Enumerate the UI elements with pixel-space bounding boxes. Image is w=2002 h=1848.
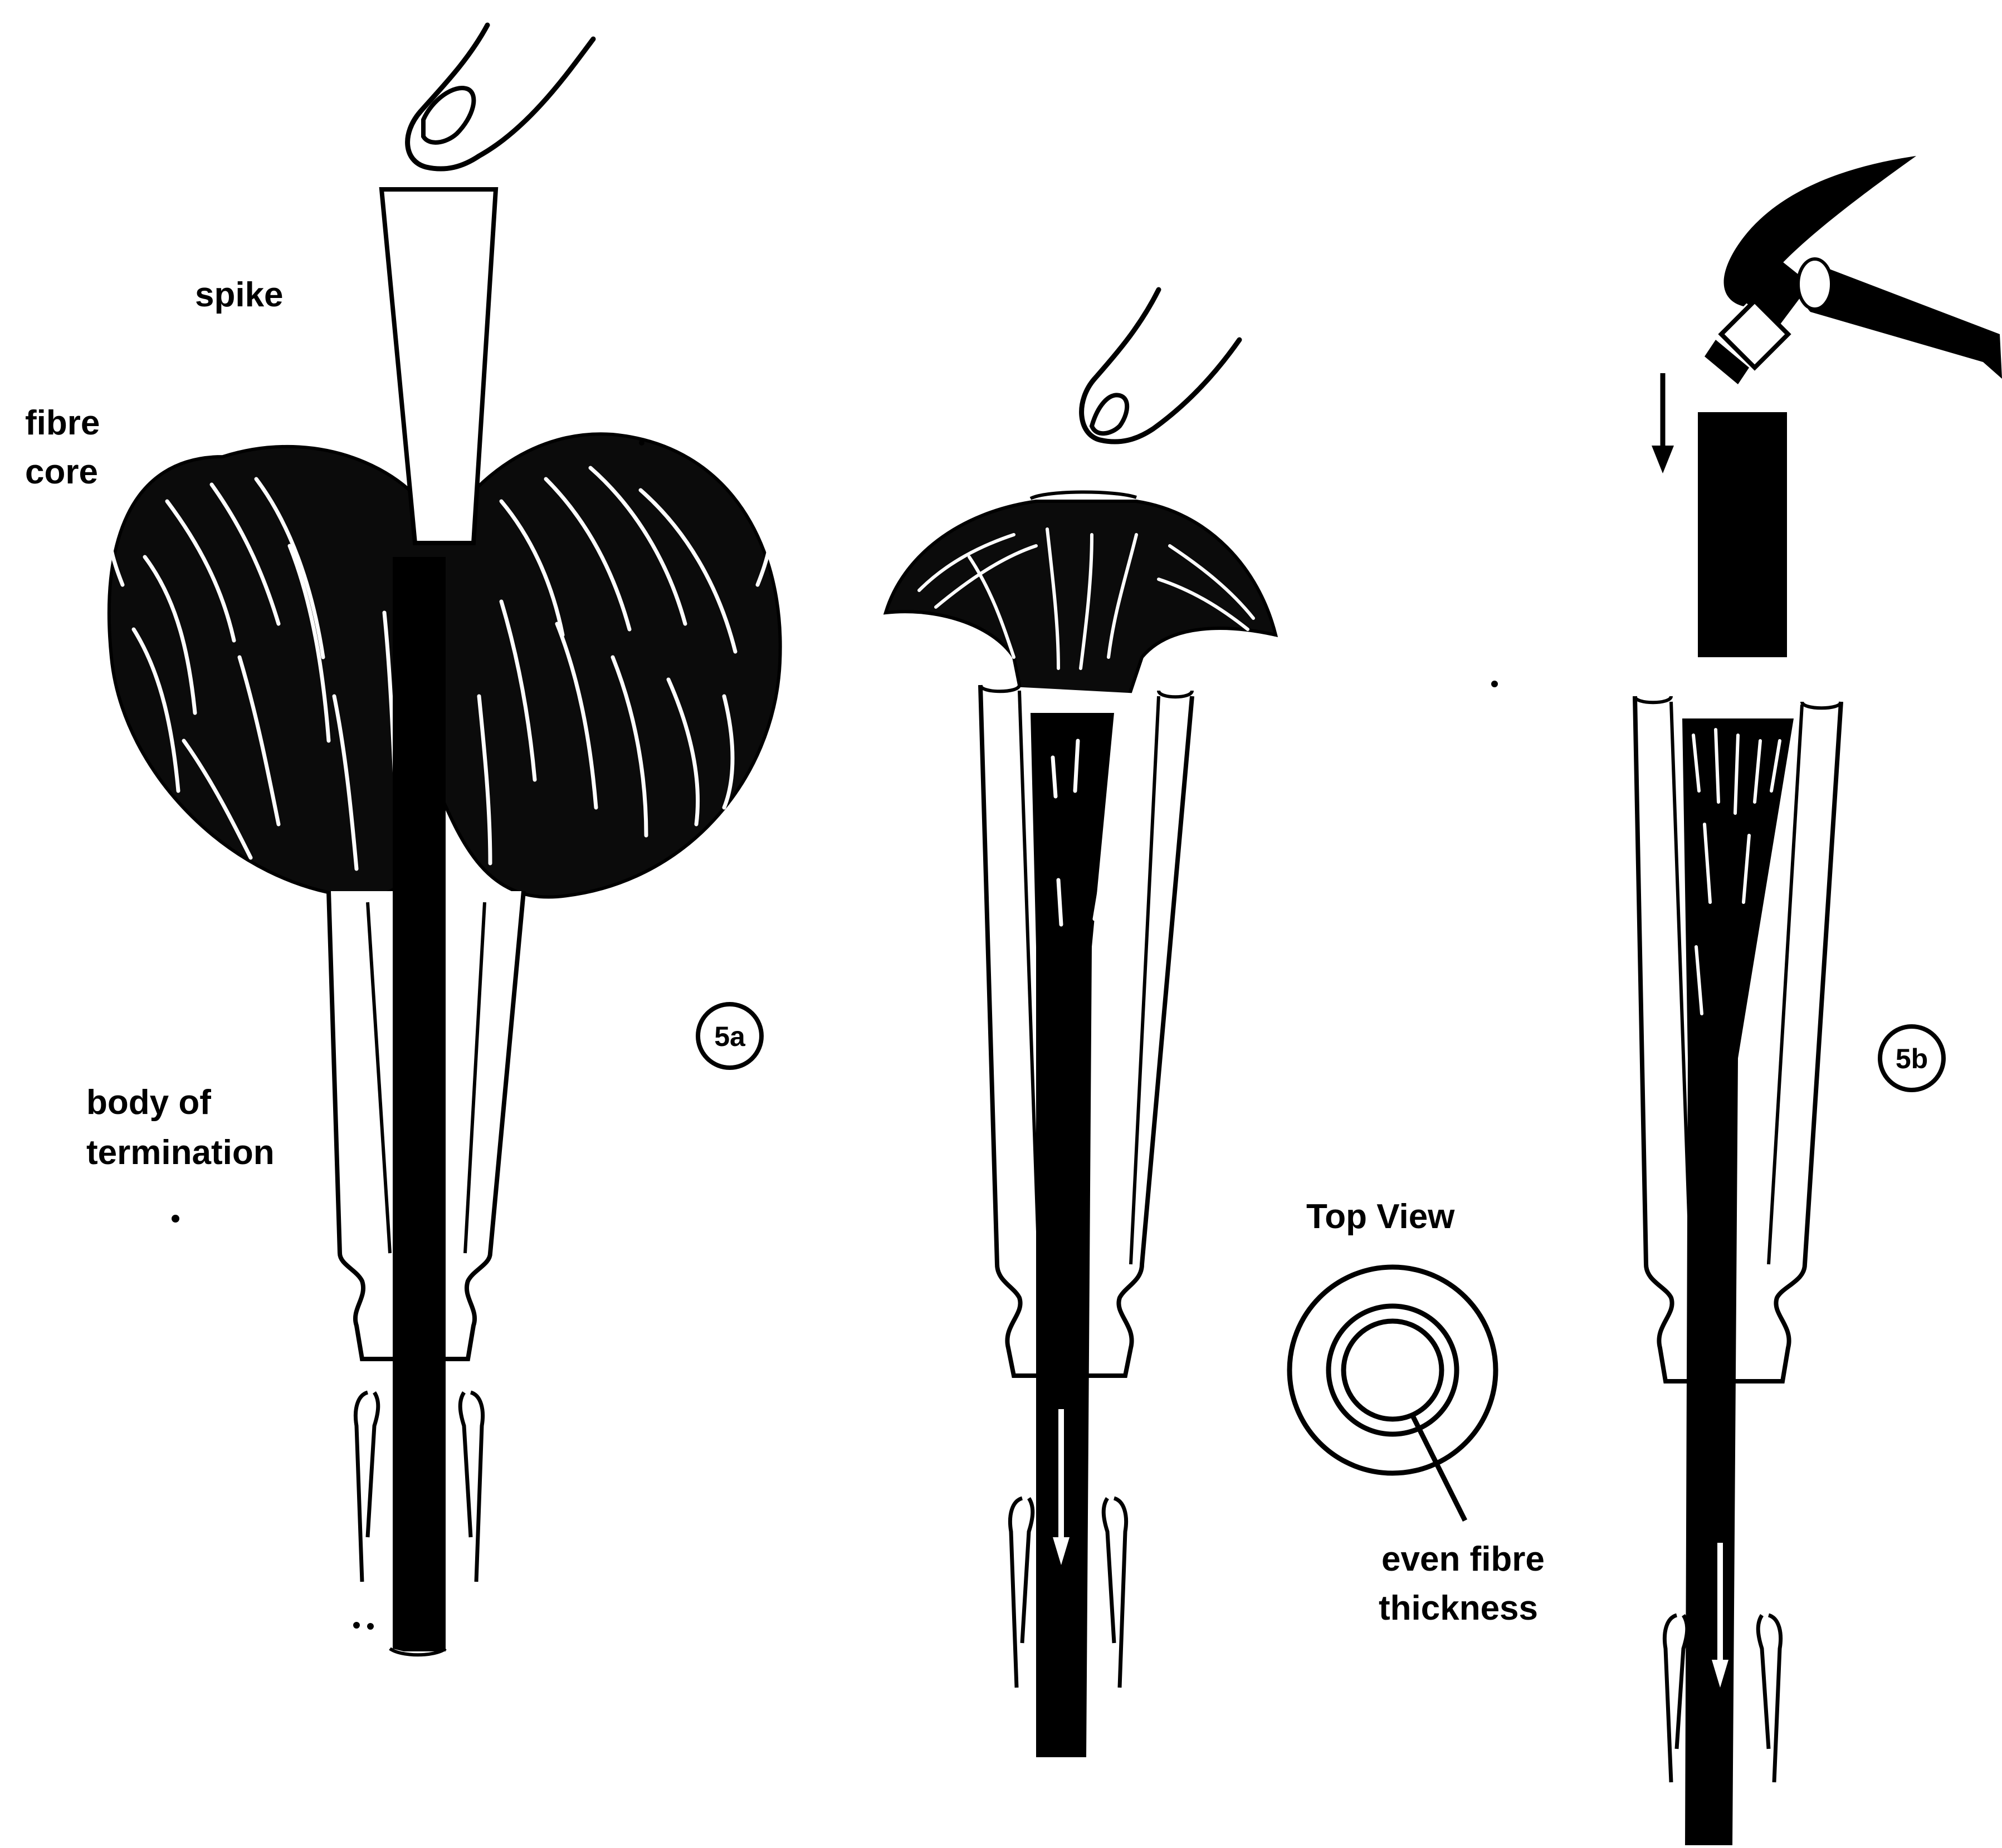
speck [1491, 681, 1498, 687]
speck [172, 1215, 179, 1223]
top-view-inner-ring [1344, 1321, 1442, 1419]
driving-tool-block [1698, 412, 1787, 657]
label-top-view: Top View [1306, 1197, 1455, 1236]
panel-middle [886, 290, 1276, 1757]
speck [353, 1622, 360, 1629]
speck [367, 1623, 374, 1630]
finger-icon [408, 25, 593, 169]
label-spike: spike [195, 276, 284, 314]
step-badge-5a: 5a [698, 1004, 761, 1068]
label-fibre: fibre [25, 404, 100, 442]
panel-5a: 5a spike fibre core body of termination [25, 25, 780, 1655]
label-termination: termination [86, 1133, 275, 1172]
speck [639, 440, 644, 446]
hammer-icon [1705, 156, 2002, 384]
label-body-of: body of [86, 1083, 211, 1122]
label-thickness: thickness [1379, 1589, 1538, 1627]
finger-icon [1031, 290, 1239, 498]
step-badge-5a-text: 5a [714, 1021, 746, 1052]
label-core: core [25, 453, 98, 491]
label-even-fibre: even fibre [1381, 1540, 1545, 1578]
step-badge-5b: 5b [1880, 1026, 1944, 1090]
down-arrow-icon [1652, 373, 1674, 473]
cable-5a [390, 557, 446, 1655]
panel-5b: 5b [639, 156, 2002, 1845]
top-view: Top View even fibre thickness [1290, 1197, 1545, 1627]
step-badge-5b-text: 5b [1896, 1043, 1928, 1074]
